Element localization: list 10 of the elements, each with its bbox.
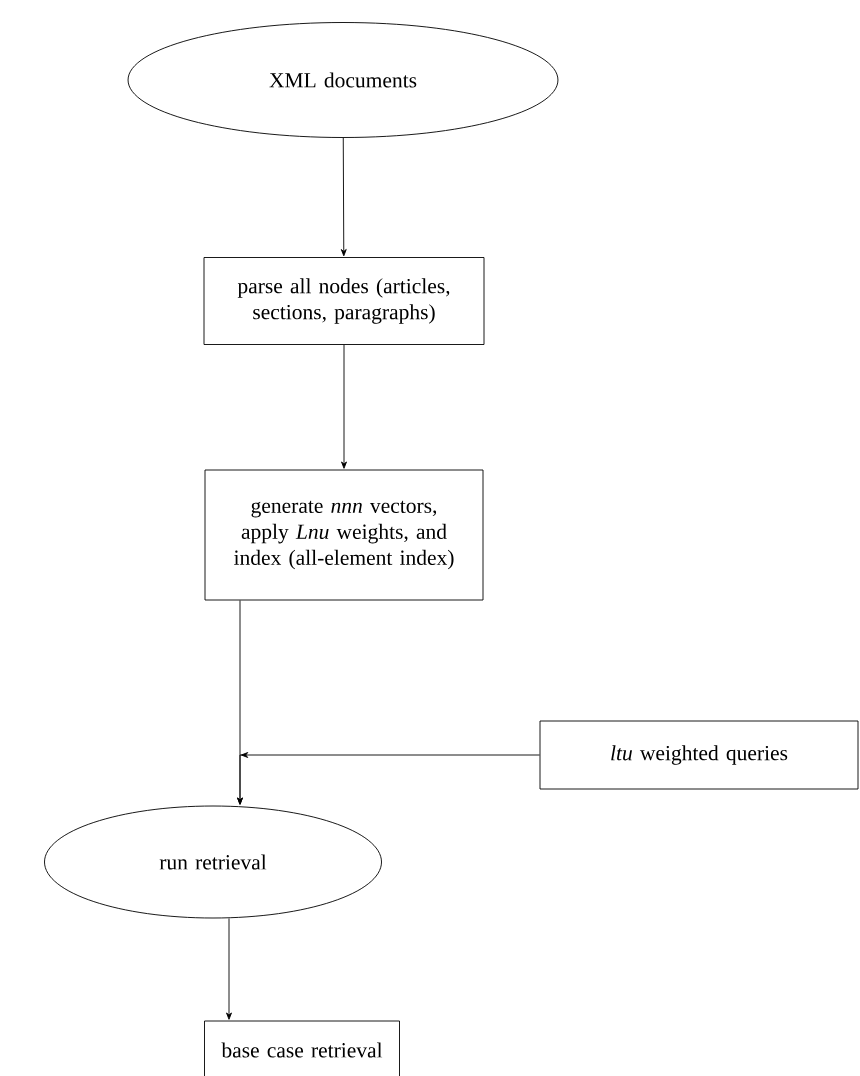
arrow bbox=[237, 752, 540, 805]
arrow bbox=[341, 344, 347, 469]
process-box: base case retrieval bbox=[204, 1020, 400, 1076]
process-box: parse all nodes (articles, sections, paragraphs) bbox=[203, 257, 485, 345]
process-box: ltu weighted queries bbox=[539, 720, 859, 790]
process-box: generate nnn vectors, apply Lnu weights, and index (all-element index) bbox=[204, 469, 484, 601]
ellipse-node: XML documents bbox=[127, 22, 559, 138]
arrow bbox=[340, 137, 347, 257]
arrow bbox=[226, 918, 232, 1020]
ellipse-node: run retrieval bbox=[44, 805, 382, 919]
